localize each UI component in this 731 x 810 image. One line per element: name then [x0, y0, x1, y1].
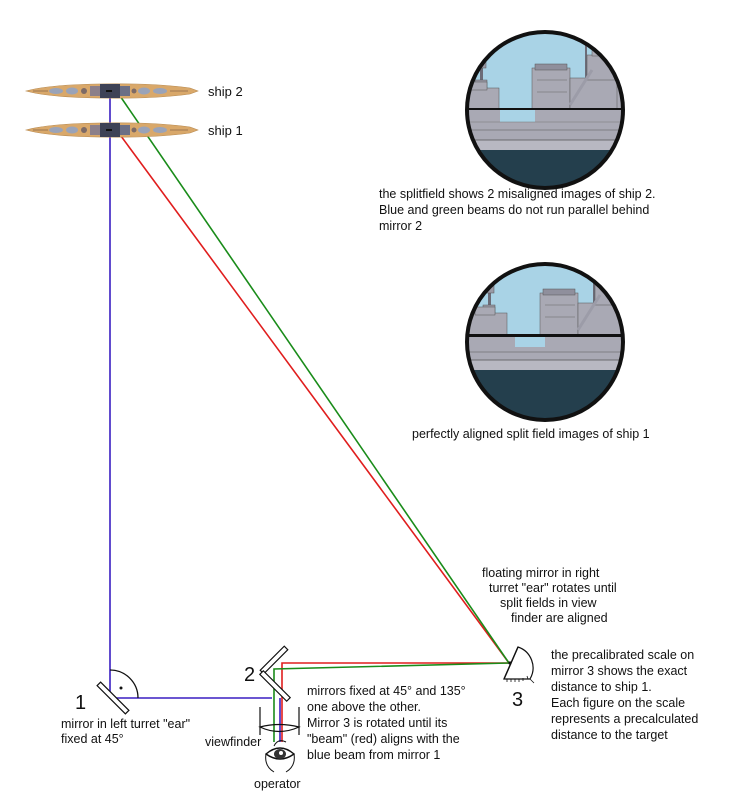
operator-label: operator [254, 777, 301, 791]
viewfinder-label: viewfinder [205, 735, 262, 749]
description-line: "beam" (red) aligns with the [307, 732, 460, 746]
operator-eye-icon [264, 740, 296, 773]
ship-2-label: ship 2 [208, 84, 243, 99]
description-line: distance to ship 1. [551, 680, 652, 694]
note-line: floating mirror in right [482, 566, 600, 580]
description-line: mirrors fixed at 45° and 135° [307, 684, 466, 698]
blue-beam [109, 93, 272, 699]
caption-line: Blue and green beams do not run parallel… [379, 203, 650, 217]
right-angle-dot [119, 686, 123, 690]
viewfinder-icon [258, 707, 301, 735]
ship-1 [25, 122, 199, 138]
note-line: split fields in view [500, 596, 597, 610]
note-line: turret "ear" rotates until [489, 581, 617, 595]
description-line: mirror 3 shows the exact [551, 664, 688, 678]
splitfield-aligned-caption: perfectly aligned split field images of … [412, 427, 650, 441]
ship-2 [25, 83, 199, 99]
description-line: mirror in left turret "ear" [61, 717, 191, 731]
description-line: the precalibrated scale on [551, 648, 695, 662]
splitfield-misaligned [465, 30, 625, 190]
green-beam [117, 92, 511, 742]
mirror-1-number: 1 [75, 692, 87, 714]
mirror-2 [258, 645, 292, 703]
mirror-2-number: 2 [244, 664, 256, 686]
description-line: Each figure on the scale [551, 696, 686, 710]
description-line: one above the other. [307, 700, 421, 714]
right-angle-marker [109, 669, 139, 699]
mirror-3-number: 3 [512, 689, 524, 711]
mirror-3-scale [503, 646, 535, 684]
description-line: represents a precalculated [551, 712, 699, 726]
description-line: fixed at 45° [61, 732, 124, 746]
description-line: distance to the target [551, 728, 668, 742]
red-beam [117, 131, 511, 742]
mirror-1 [96, 669, 139, 715]
note-line: finder are aligned [511, 611, 608, 625]
caption-line: the splitfield shows 2 misaligned images… [379, 187, 656, 201]
splitfield-aligned [465, 262, 625, 422]
description-line: Mirror 3 is rotated until its [307, 716, 448, 730]
ship-1-label: ship 1 [208, 123, 243, 138]
description-line: blue beam from mirror 1 [307, 748, 441, 762]
caption-line: mirror 2 [379, 219, 423, 233]
